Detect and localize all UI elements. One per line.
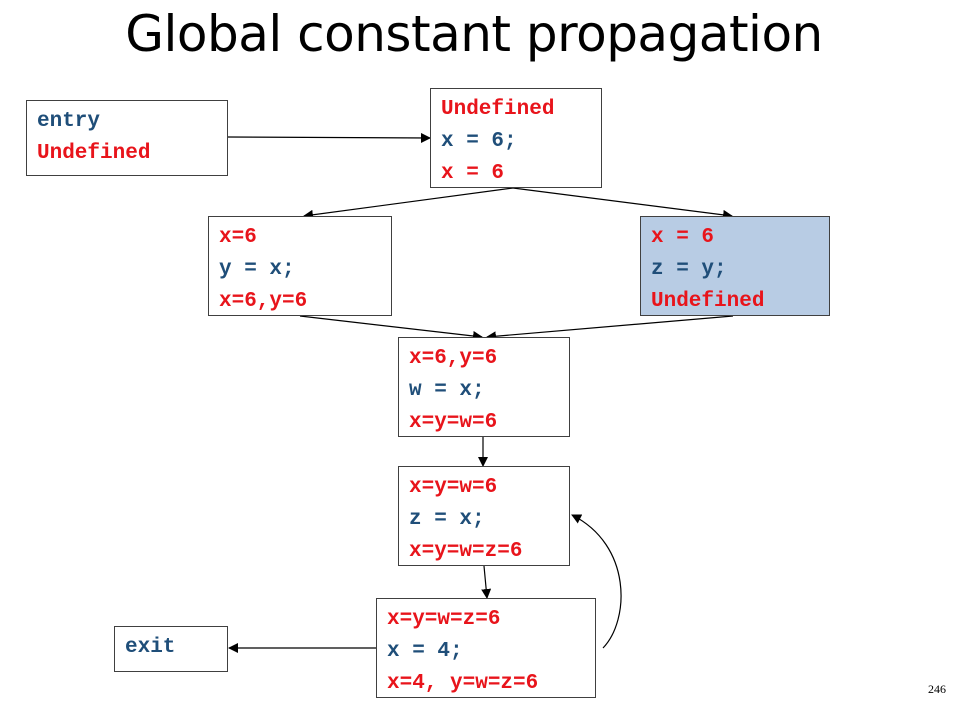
- slide-number: 246: [928, 682, 946, 696]
- b6-line-2: x = 4;: [387, 640, 463, 663]
- edge-b1-to-b2: [303, 187, 514, 220]
- b2-line-1: x=6: [219, 226, 257, 249]
- b5-line-3: x=y=w=z=6: [409, 540, 523, 563]
- edge-b1-to-b3: [512, 187, 733, 220]
- b3-line-1: x = 6: [651, 226, 715, 249]
- cfg-block-b3: x = 6 z = y; Undefined: [640, 216, 830, 316]
- b1-line-3: x = 6: [441, 162, 505, 185]
- b1-line-2: x = 6;: [441, 130, 517, 153]
- b1-line-1: Undefined: [441, 98, 555, 121]
- slide-title: Global constant propagation: [125, 5, 823, 63]
- exit-line-1: exit: [125, 636, 176, 659]
- b4-line-2: w = x;: [409, 379, 485, 402]
- cfg-block-b5: x=y=w=6 z = x; x=y=w=z=6: [398, 466, 570, 566]
- cfg-block-b1: Undefined x = 6; x = 6: [430, 88, 602, 188]
- cfg-block-exit: exit: [114, 626, 228, 672]
- b2-line-3: x=6,y=6: [219, 290, 308, 313]
- edge-b3-to-b4: [486, 315, 734, 342]
- b3-line-2: z = y;: [651, 258, 727, 281]
- b3-line-3: Undefined: [651, 290, 765, 313]
- entry-line-2: Undefined: [37, 142, 151, 165]
- b5-line-1: x=y=w=6: [409, 476, 498, 499]
- cfg-block-b4: x=6,y=6 w = x; x=y=w=6: [398, 337, 570, 437]
- edge-b6-loop-to-b5: [571, 514, 622, 649]
- cfg-block-b6: x=y=w=z=6 x = 4; x=4, y=w=z=6: [376, 598, 596, 698]
- b5-line-2: z = x;: [409, 508, 485, 531]
- edge-b2-to-b4: [299, 315, 483, 341]
- entry-line-1: entry: [37, 110, 101, 133]
- b2-line-2: y = x;: [219, 258, 295, 281]
- b6-line-1: x=y=w=z=6: [387, 608, 501, 631]
- b6-line-3: x=4, y=w=z=6: [387, 672, 539, 695]
- b4-line-3: x=y=w=6: [409, 411, 498, 434]
- b4-line-1: x=6,y=6: [409, 347, 498, 370]
- cfg-block-b2: x=6 y = x; x=6,y=6: [208, 216, 392, 316]
- edge-b5-to-b6: [481, 565, 492, 599]
- edge-entry-to-b1: [227, 132, 431, 143]
